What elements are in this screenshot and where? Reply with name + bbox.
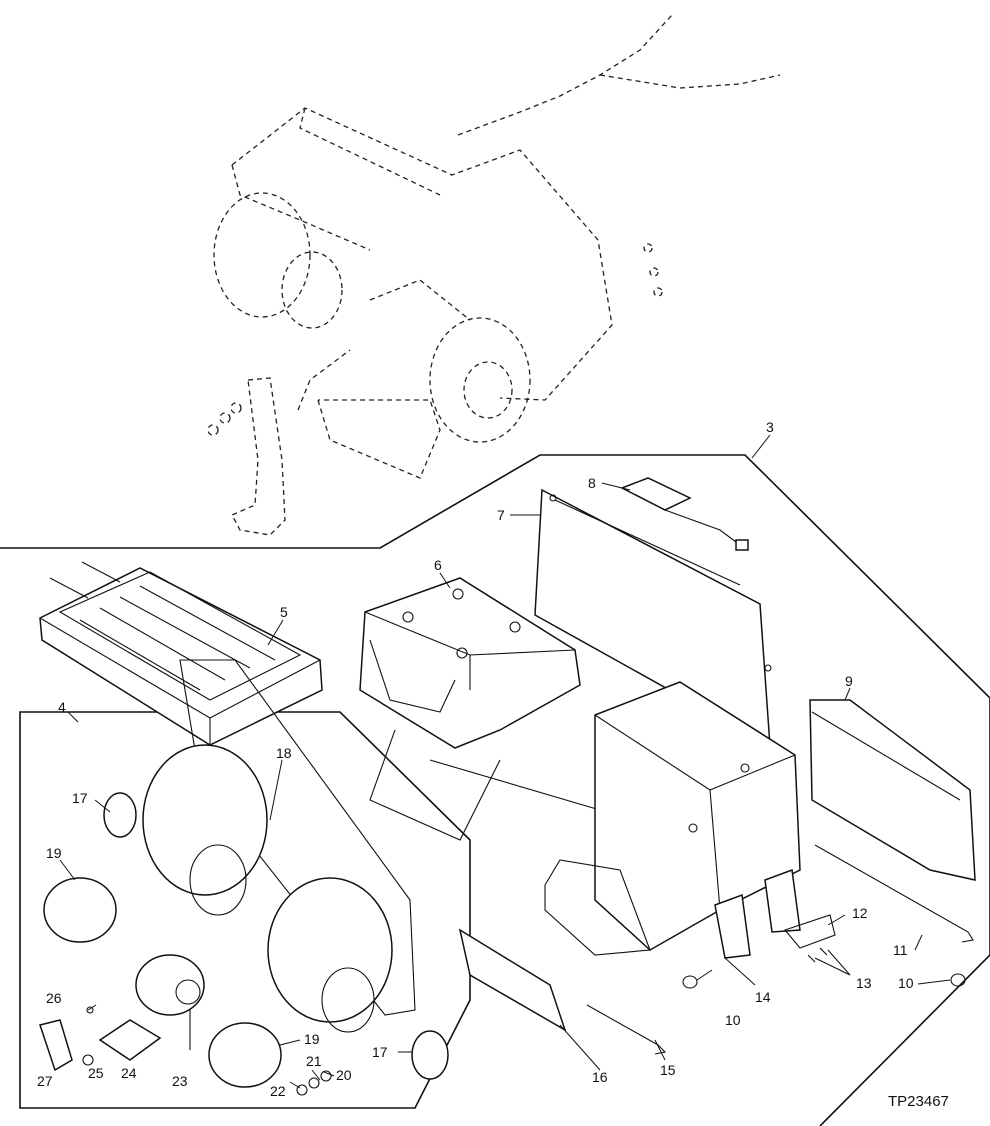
damper-rod-long xyxy=(814,844,974,943)
callout-13: 13 xyxy=(856,975,872,991)
thermostat-switch xyxy=(620,477,749,551)
callout-6: 6 xyxy=(434,557,442,573)
bracket-clip xyxy=(784,914,836,949)
callout-9: 9 xyxy=(845,673,853,689)
callout-15: 15 xyxy=(660,1062,676,1078)
callout-24: 24 xyxy=(121,1065,137,1081)
callout-17b: 17 xyxy=(372,1044,388,1060)
callout-21: 21 xyxy=(306,1053,322,1069)
callout-18: 18 xyxy=(276,745,292,761)
callout-25: 25 xyxy=(88,1065,104,1081)
callout-labels: 3 4 5 6 7 8 9 10 10 11 12 13 14 15 16 17… xyxy=(37,419,914,1099)
callout-22: 22 xyxy=(270,1083,286,1099)
leader-lines xyxy=(59,434,951,1089)
seal-strip xyxy=(458,928,567,1032)
installed-position-ghost xyxy=(207,14,781,536)
kit-boundary-outline xyxy=(0,454,990,1126)
screw-pair xyxy=(807,947,828,963)
blower-assembly-parts xyxy=(39,659,449,1096)
callout-10b: 10 xyxy=(898,975,914,991)
damper-rod-short xyxy=(586,1004,667,1055)
callout-3: 3 xyxy=(766,419,774,435)
callout-19a: 19 xyxy=(46,845,62,861)
grommet xyxy=(950,973,966,987)
callout-19b: 19 xyxy=(304,1031,320,1047)
grommet xyxy=(682,975,698,989)
callout-5: 5 xyxy=(280,604,288,620)
callout-23: 23 xyxy=(172,1073,188,1089)
callout-7: 7 xyxy=(497,507,505,523)
callout-20: 20 xyxy=(336,1067,352,1083)
lower-heater-housing xyxy=(544,681,801,959)
callout-16: 16 xyxy=(592,1069,608,1085)
callout-11: 11 xyxy=(893,942,908,958)
drawing-reference-number: TP23467 xyxy=(888,1093,949,1110)
callout-14: 14 xyxy=(755,989,771,1005)
filter-panel xyxy=(809,699,976,881)
callout-17a: 17 xyxy=(72,790,88,806)
callout-4: 4 xyxy=(58,699,66,715)
blower-assembly-outline xyxy=(19,711,471,1109)
callout-26: 26 xyxy=(46,990,62,1006)
callout-8: 8 xyxy=(588,475,596,491)
callout-27: 27 xyxy=(37,1073,53,1089)
callout-12: 12 xyxy=(852,905,868,921)
callout-10a: 10 xyxy=(725,1012,741,1028)
heater-core xyxy=(39,561,323,746)
